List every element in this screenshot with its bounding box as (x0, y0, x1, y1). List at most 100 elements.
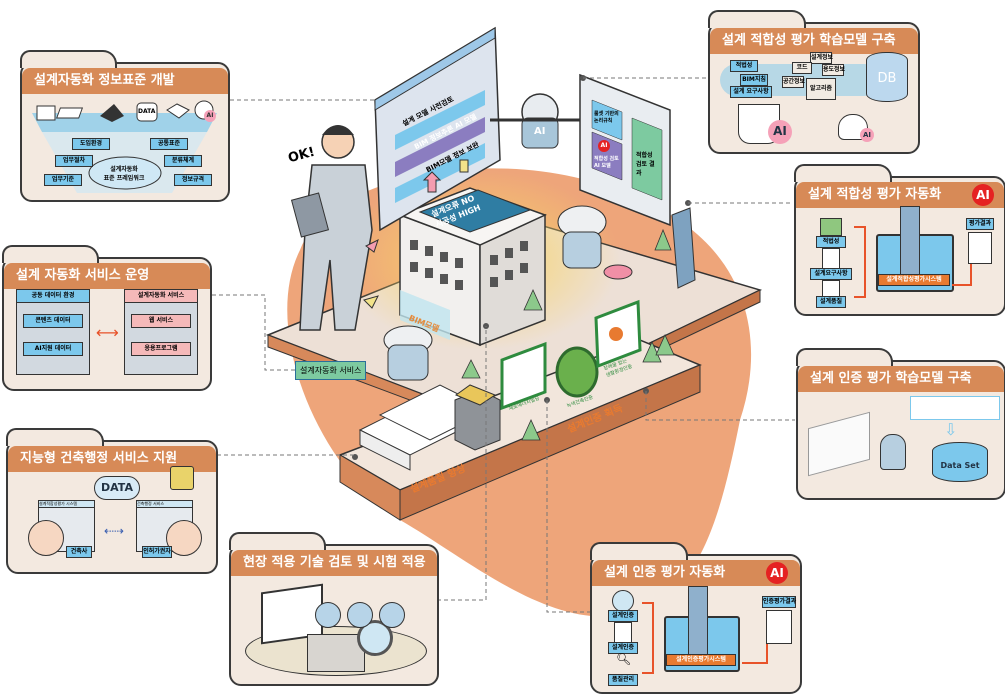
std-item: 분류체계 (164, 155, 202, 167)
screen-ai-model: 적합성 검토 AI 모델 (594, 156, 619, 169)
ai-icon: AI (204, 110, 216, 122)
screen-ai-badge: AI (598, 140, 610, 152)
machine-circle (347, 602, 373, 628)
folder: 설계정보 (810, 52, 833, 64)
house-cert-icon (612, 590, 634, 612)
ai-badge: AI (768, 120, 792, 144)
car (603, 264, 633, 280)
cloud-line: 표준 프레임워크 (103, 175, 145, 182)
robot-icon (880, 434, 906, 470)
bracket (642, 602, 654, 674)
cde-item: AI지원 데이터 (23, 342, 83, 356)
panel-cert-auto: 설계 인증 평가 자동화 AI 설계인증 설계인증 🔍︎ 품질관리 설계인증평가… (590, 542, 802, 694)
dataset-db[interactable]: Data Set (932, 442, 988, 482)
panel-title: 설계 자동화 서비스 운영 (4, 263, 210, 289)
house-circle (379, 602, 405, 628)
service-label[interactable]: 설계자동화 서비스 (295, 361, 367, 380)
result-label: 인증평가결과 (762, 596, 796, 608)
panel-title: 설계자동화 정보표준 개발 (22, 68, 228, 94)
panel-service: 설계 자동화 서비스 운영 공동 데이터 환경 콘텐츠 데이터 AI지원 데이터… (2, 245, 212, 391)
fit-input: 적법성 (730, 60, 758, 72)
screen-rule: 룰셋 기반의 논리규칙 (594, 111, 619, 124)
fit-auto-input: 설계요구사항 (810, 268, 852, 280)
service-item: 응용프로그램 (131, 342, 191, 356)
std-item: 업무절차 (55, 155, 93, 167)
folder: 용도정보 (822, 64, 845, 76)
system-label: 설계적합성평가시스템 (878, 274, 950, 286)
cert-input: 설계인증 (608, 610, 638, 622)
lock-icon (170, 466, 194, 490)
ai-badge: AI (766, 562, 788, 584)
std-item: 업무기준 (44, 174, 82, 186)
panel-cert-model: 설계 인증 평가 학습모델 구축 ⇩ Data Set (796, 348, 1005, 500)
folder: 공간정보 (782, 76, 805, 88)
framework-cloud: 설계자동화 표준 프레임워크 (100, 164, 148, 182)
arrow-diag (365, 239, 379, 253)
panel-fit-auto: 설계 적합성 평가 자동화 AI 적법성 설계요구사항 설계품질 설계적합성평가… (794, 164, 1005, 316)
window-title: 설계적합성평가 시스템 (39, 501, 94, 508)
authority-label: 인허가권자 (142, 546, 172, 558)
result-doc-icon (968, 232, 992, 264)
arrow-line (952, 264, 972, 286)
panel-title: 현장 적용 기술 검토 및 시험 적용 (231, 550, 437, 576)
cde-box: 공동 데이터 환경 콘텐츠 데이터 AI지원 데이터 (16, 289, 90, 375)
architect-avatar (28, 520, 64, 556)
folder: 알고리즘 (806, 78, 836, 100)
system-label: 설계인증평가시스템 (666, 654, 736, 666)
cert-input: 설계인증 (608, 642, 638, 654)
house-wireframe (808, 411, 870, 477)
tower-icon (900, 206, 920, 276)
screen-result: 적합성 검토 결과 (636, 152, 655, 177)
panel-admin: 지능형 건축행정 서비스 지원 DATA 설계적합성평가 시스템 건축행정 서비… (6, 428, 218, 574)
data-icon: DATA (138, 108, 156, 115)
cert-logos-box (910, 396, 1000, 420)
folder: 코드 (792, 62, 812, 74)
material-circle (315, 602, 341, 628)
ai-badge: AI (972, 184, 994, 206)
exchange-arrow-icon: ⇠⇢ (104, 524, 125, 538)
cert-input: 품질관리 (608, 674, 638, 686)
robot-ai-label: AI (534, 126, 546, 137)
cde-title: 공동 데이터 환경 (17, 290, 89, 303)
arrow-up (422, 171, 442, 193)
panel-title: 설계 인증 평가 자동화 (592, 560, 800, 586)
bracket (854, 226, 866, 298)
green-cert-logo (555, 346, 599, 398)
std-item: 정보규격 (174, 174, 212, 186)
fit-auto-input: 적법성 (816, 236, 846, 248)
std-item: 공통표준 (150, 138, 188, 150)
fit-auto-input: 설계품질 (816, 296, 846, 308)
std-item: 도입환경 (72, 138, 110, 150)
panel-fit-model: 설계 적합성 평가 학습모델 구축 적법성 BIM지침 설계 요구사항 설계정보… (708, 10, 920, 154)
arrow-diag-2 (363, 295, 379, 309)
result-label: 평가결과 (966, 218, 994, 230)
certificate-icon (766, 610, 792, 644)
fit-input: 설계 요구사항 (730, 86, 772, 98)
search-icon: 🔍︎ (616, 652, 632, 666)
cert-doc-icon (614, 622, 632, 644)
cloud-line: 설계자동화 (110, 166, 138, 173)
architect-label: 건축사 (66, 546, 92, 558)
robot-ai-badge: AI (860, 128, 874, 142)
service-box: 설계자동화 서비스 웹 서비스 응용프로그램 (124, 289, 198, 375)
house-icon (307, 634, 365, 672)
window-title: 건축행정 서비스 (137, 501, 192, 508)
panel-standard: 설계자동화 정보표준 개발 DATA AI 도입환경 공통표준 업무절차 분류체… (20, 50, 230, 202)
arrow-line (742, 644, 768, 664)
panel-title: 설계 적합성 평가 학습모델 구축 (710, 28, 918, 54)
clipboard-icon (822, 248, 840, 270)
down-arrow-icon: ⇩ (944, 420, 958, 439)
data-cloud: DATA (94, 476, 140, 500)
cde-item: 콘텐츠 데이터 (23, 314, 83, 328)
panel-title: 설계 적합성 평가 자동화 (796, 182, 1004, 208)
building-sign (418, 189, 532, 233)
screen-item: 설계 모델 사전검토 (401, 95, 456, 128)
arrow-down (459, 159, 469, 173)
panel-field: 현장 적용 기술 검토 및 시험 적용 (229, 532, 439, 686)
bidirectional-arrow-icon: ⟷ (96, 323, 119, 342)
tower-icon (688, 586, 708, 656)
service-title: 설계자동화 서비스 (125, 290, 197, 303)
gavel-icon (820, 218, 842, 236)
panel-title: 설계 인증 평가 학습모델 구축 (798, 366, 1004, 392)
